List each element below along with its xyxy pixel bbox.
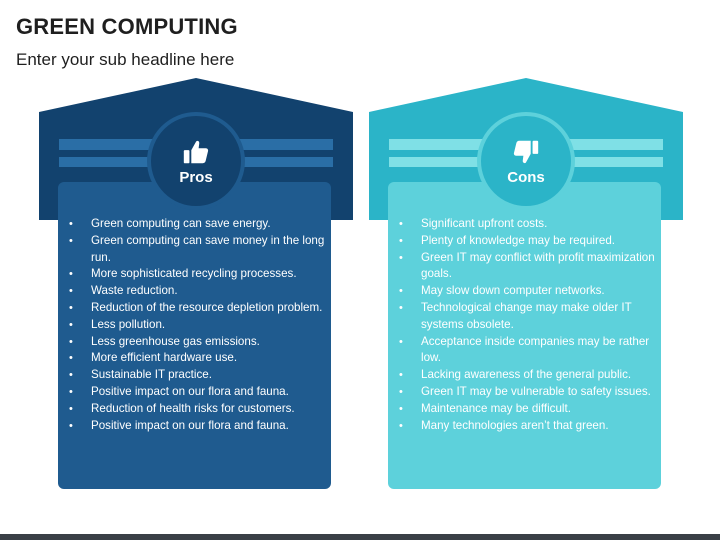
cons-badge: Cons <box>477 112 575 210</box>
cons-list-item: May slow down computer networks. <box>399 283 663 300</box>
pros-list-item: Reduction of the resource depletion prob… <box>69 300 333 317</box>
pros-list-item: Reduction of health risks for customers. <box>69 401 333 418</box>
pros-list-item: Waste reduction. <box>69 283 333 300</box>
pros-list-item: Green computing can save energy. <box>69 216 333 233</box>
page-title: GREEN COMPUTING <box>16 14 238 39</box>
cons-list-item: Green IT may be vulnerable to safety iss… <box>399 384 663 401</box>
cons-label: Cons <box>507 168 545 186</box>
thumbs-up-icon <box>183 140 209 163</box>
cons-list-item: Many technologies aren’t that green. <box>399 418 663 435</box>
cons-list-item: Lacking awareness of the general public. <box>399 367 663 384</box>
page-subtitle: Enter your sub headline here <box>16 50 235 69</box>
thumbs-down-icon <box>513 140 539 163</box>
cons-list-item: Technological change may make older IT s… <box>399 300 663 334</box>
cons-list-item: Green IT may conflict with profit maximi… <box>399 250 663 284</box>
pros-badge: Pros <box>147 112 245 210</box>
cons-list: Significant upfront costs.Plenty of know… <box>399 216 663 434</box>
pros-list-item: Positive impact on our flora and fauna. <box>69 418 333 435</box>
cons-list-item: Maintenance may be difficult. <box>399 401 663 418</box>
pros-list-item: Green computing can save money in the lo… <box>69 233 333 267</box>
pros-label: Pros <box>179 168 213 186</box>
cons-list-item: Plenty of knowledge may be required. <box>399 233 663 250</box>
cons-panel: Cons Significant upfront costs.Plenty of… <box>369 78 683 492</box>
cons-list-item: Acceptance inside companies may be rathe… <box>399 334 663 368</box>
pros-list-item: More efficient hardware use. <box>69 350 333 367</box>
cons-list-item: Significant upfront costs. <box>399 216 663 233</box>
pros-panel: Pros Green computing can save energy.Gre… <box>39 78 353 492</box>
pros-list-item: More sophisticated recycling processes. <box>69 266 333 283</box>
pros-list-item: Sustainable IT practice. <box>69 367 333 384</box>
pros-list-item: Positive impact on our flora and fauna. <box>69 384 333 401</box>
pros-list-item: Less pollution. <box>69 317 333 334</box>
pros-list: Green computing can save energy.Green co… <box>69 216 333 434</box>
pros-list-item: Less greenhouse gas emissions. <box>69 334 333 351</box>
bottom-bar <box>0 534 720 540</box>
